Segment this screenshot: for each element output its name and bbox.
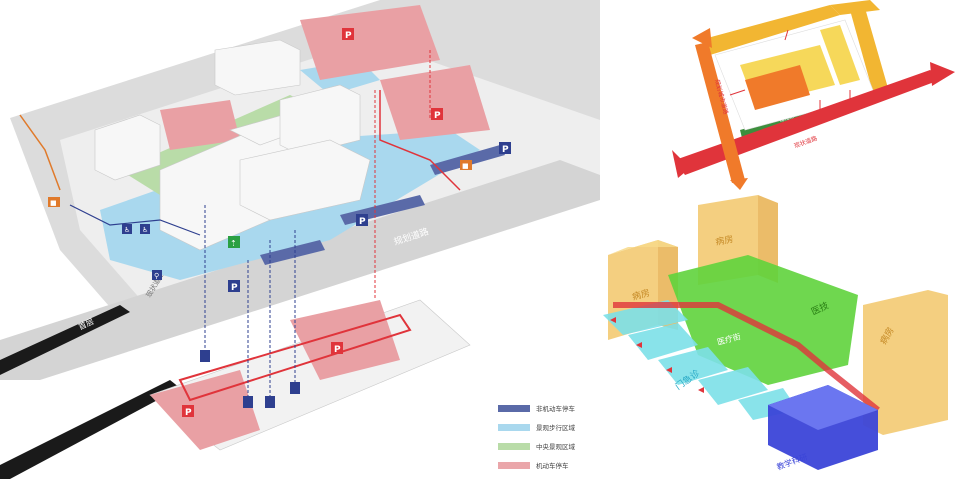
legend-swatch-bike [498, 404, 530, 412]
road-west-arrow-south [730, 178, 748, 190]
legend: 非机动车停车 景观步行区域 中央景观区域 机动车停车 [498, 400, 598, 476]
parking-icon-basement-1: P [331, 342, 343, 355]
site-plan-diagram: 绿化带 现状道路 规划城市道路 [670, 0, 960, 190]
parking-connectors [374, 50, 431, 300]
site-east-wing [820, 25, 860, 85]
svg-text:P: P [434, 111, 441, 121]
orange-route [19, 114, 61, 191]
ward-right [863, 290, 948, 435]
svg-text:⇡: ⇡ [230, 239, 237, 248]
svg-text:P: P [185, 408, 192, 418]
entry-markers [610, 317, 704, 393]
legend-item-walk: 景观步行区域 [498, 419, 598, 435]
exit-icon: ⇡ [228, 236, 240, 248]
svg-text:⚲: ⚲ [154, 272, 159, 280]
main-isometric-diagram: 首层 地下一层 规划道路 现状道路 P P P P [0, 0, 600, 479]
zoning-diagram: 病房 病房 病房 医技 门急诊 医疗街 教学科研 [598, 195, 960, 479]
medical-street [613, 302, 880, 413]
road-south-arrow-west [672, 150, 690, 178]
legend-swatch-walk [498, 423, 530, 431]
legend-swatch-green [498, 442, 530, 450]
svg-text:♿: ♿ [142, 226, 148, 234]
walk-icon: ⚲ [152, 270, 162, 280]
elevator-icon-1 [200, 350, 210, 362]
vertical-connectors [204, 205, 296, 400]
legend-item-car: 机动车停车 [498, 457, 598, 473]
parking-north-1 [300, 5, 440, 80]
bike-parking-icon-1: P [499, 142, 511, 155]
basement-parking-west [150, 370, 260, 450]
legend-label-car: 机动车停车 [536, 462, 569, 470]
parking-icon-north-1: P [342, 28, 354, 41]
road-south [0, 160, 600, 380]
road-north-east [830, 0, 880, 15]
legend-label-green: 中央景观区域 [536, 443, 575, 451]
road-north [700, 5, 840, 55]
basement-ramp [0, 380, 180, 479]
basement-car-route [178, 313, 412, 402]
parking-icon-north-2: P [431, 108, 443, 121]
site-entry-arrows [729, 29, 851, 110]
road-west [695, 42, 745, 183]
road-west-arrow-north [692, 28, 712, 48]
road-south [675, 70, 945, 175]
legend-label-bike: 非机动车停车 [536, 405, 575, 413]
site-main-orange [745, 65, 810, 110]
main-diagram-svg: 首层 地下一层 规划道路 现状道路 P P P P [0, 0, 600, 479]
site-plan-svg: 绿化带 现状道路 规划城市道路 [672, 0, 955, 190]
bike-parking-icon-2: P [356, 214, 368, 227]
svg-text:P: P [231, 283, 238, 293]
clinic-blocks [603, 300, 798, 420]
bus-icon-east: ■ [460, 160, 472, 170]
legend-item-bike: 非机动车停车 [498, 400, 598, 416]
zoning-svg: 病房 病房 病房 医技 门急诊 医疗街 教学科研 [603, 195, 948, 472]
road-east [850, 8, 890, 100]
pedestrian-icon: ♿ [122, 224, 132, 234]
research-block [768, 385, 878, 470]
svg-text:P: P [359, 217, 366, 227]
wheelchair-icon: ♿ [140, 224, 150, 234]
bike-parking-icon-3: P [228, 280, 240, 293]
svg-text:■: ■ [462, 162, 469, 170]
legend-item-green: 中央景观区域 [498, 438, 598, 454]
svg-text:P: P [345, 31, 352, 41]
svg-text:P: P [334, 345, 341, 355]
bus-icon: ■ [48, 197, 60, 207]
legend-swatch-car [498, 461, 530, 469]
car-route-north [379, 90, 461, 191]
parking-west [160, 100, 240, 150]
elevator-icon-3 [265, 396, 275, 408]
stair-icon [290, 382, 300, 394]
road-south-arrow-east [930, 62, 955, 86]
svg-text:♿: ♿ [124, 226, 130, 234]
legend-label-walk: 景观步行区域 [536, 424, 575, 432]
svg-text:P: P [502, 145, 509, 155]
ground-ramp [0, 305, 130, 375]
walk-route-west [69, 204, 201, 236]
parking-icon-basement-2: P [182, 405, 194, 418]
svg-text:■: ■ [50, 199, 57, 207]
road-south-label: 现状道路 [793, 134, 818, 150]
ward-top-label: 病房 [714, 233, 734, 248]
parking-north-2 [380, 65, 490, 140]
elevator-icon-2 [243, 396, 253, 408]
bike-parking-2 [260, 240, 325, 265]
